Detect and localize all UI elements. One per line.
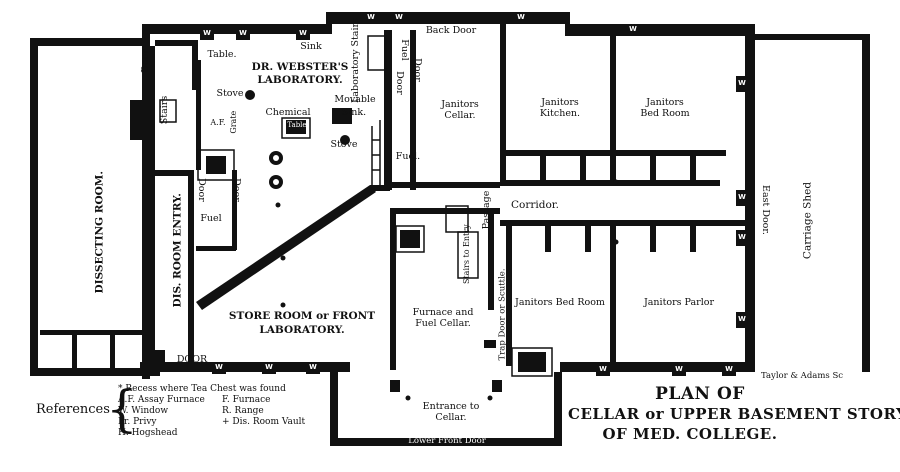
fixture-sink-top-label: Sink <box>300 41 322 52</box>
room-label-store-2: LABORATORY. <box>259 324 345 336</box>
title-line-2: CELLAR or UPPER BASEMENT STORY <box>568 405 900 423</box>
door-label-lower-front: Lower Front Door <box>408 436 486 446</box>
fixture-movable-label: Movable <box>334 94 376 105</box>
window-mark: W <box>738 79 746 87</box>
fixture-table-box-label: Table <box>287 121 307 129</box>
room-label-janitors-kitchen-2: Kitchen. <box>539 108 581 119</box>
door-label-dissecting: Door <box>140 49 152 73</box>
door-label-fuel: Door <box>393 71 405 95</box>
fixture-fuel-cellar-label: Fuel. <box>395 151 421 162</box>
window-mark: W <box>738 193 746 201</box>
door-label-east: East Door. <box>759 185 771 235</box>
reference-item-recess: * Recess where Tea Chest was found <box>118 384 286 394</box>
reference-item-assay: A.F. Assay Furnace <box>118 395 205 405</box>
door-label-entry-1: Door <box>195 178 207 202</box>
fixture-table-label: Table. <box>207 49 237 60</box>
fixture-af-label: A.F. <box>210 118 226 127</box>
window-mark: W <box>239 29 247 37</box>
reference-item-range: R. Range <box>222 406 264 416</box>
room-label-laboratory-2: LABORATORY. <box>257 74 343 86</box>
room-label-janitors-parlor: Janitors Parlor <box>643 297 715 308</box>
room-label-furnace-cellar-2: Fuel Cellar. <box>415 318 471 329</box>
window-mark: W <box>367 13 375 21</box>
fixture-stove-mid-label: Stove <box>330 139 358 150</box>
room-label-dis-entry: DIS. ROOM ENTRY. <box>171 193 184 308</box>
reference-item-window: W. Window <box>118 406 169 416</box>
window-mark: W <box>299 29 307 37</box>
fixture-passage-label: Passage <box>481 190 493 230</box>
door-label-back: Back Door <box>425 25 477 36</box>
room-label-laboratory-1: DR. WEBSTER'S <box>251 61 349 73</box>
window-mark: W <box>203 29 211 37</box>
fixture-lab-stairs-label: Laboratory Stairs <box>350 18 362 103</box>
room-label-carriage-shed: Carriage Shed <box>801 181 814 260</box>
room-label-corridor: Corridor. <box>511 199 559 211</box>
reference-item-furnace: F. Furnace <box>222 395 271 405</box>
door-label-caps: DOOR <box>176 354 208 365</box>
door-label-cellar: Door <box>411 58 423 82</box>
fixture-chemical-label: Chemical <box>265 107 311 118</box>
room-label-janitors-bedroom: Janitors Bed Room <box>515 297 605 308</box>
engraver-credit: Taylor & Adams Sc <box>760 371 844 381</box>
fixture-grate-label: Grate <box>228 110 238 134</box>
window-mark: W <box>517 13 525 21</box>
room-label-furnace-cellar-1: Furnace and <box>412 307 474 318</box>
fixture-stove-left-label: Stove <box>216 88 244 99</box>
fixture-entry-stairs-label: Stairs to Entry <box>461 224 471 285</box>
title-line-1: PLAN OF <box>655 384 745 404</box>
reference-item-privy: Pr. Privy <box>118 417 157 427</box>
reference-item-vault: + Dis. Room Vault <box>222 417 306 427</box>
references-heading: References <box>36 402 110 417</box>
room-label-store-1: STORE ROOM or FRONT <box>228 310 376 322</box>
room-label-janitors-bedroom-top-1: Janitors <box>646 97 684 108</box>
fixture-stairs-label: Stairs <box>159 95 171 125</box>
window-mark: W <box>599 365 607 373</box>
window-mark: W <box>309 363 317 371</box>
window-mark: W <box>629 25 637 33</box>
fixture-sink-mid-label: Sink. <box>341 107 367 118</box>
window-mark: W <box>675 365 683 373</box>
room-label-janitors-cellar-1: Janitors <box>441 99 479 110</box>
room-label-janitors-bedroom-top-2: Bed Room <box>640 108 690 119</box>
room-label-entrance-2: Cellar. <box>435 412 467 423</box>
room-label-dissecting: DISSECTING ROOM. <box>93 170 106 294</box>
title-line-3: OF MED. COLLEGE. <box>602 425 778 443</box>
door-label-entry-2: Door <box>230 178 242 202</box>
window-mark: W <box>738 233 746 241</box>
window-mark: W <box>738 315 746 323</box>
references-brace: { <box>106 380 138 438</box>
window-mark: W <box>215 363 223 371</box>
fixture-fuel-entry-label: Fuel <box>200 213 222 224</box>
fixture-fuel-top-label: Fuel <box>398 39 410 61</box>
fixture-trap-door-label: Trap Door or Scuttle. <box>497 268 508 361</box>
room-label-entrance-1: Entrance to <box>422 401 480 412</box>
room-label-janitors-cellar-2: Cellar. <box>444 110 476 121</box>
window-mark: W <box>395 13 403 21</box>
window-mark: W <box>265 363 273 371</box>
reference-item-hogshead: H. Hogshead <box>118 428 178 438</box>
window-mark: W <box>725 365 733 373</box>
room-label-janitors-kitchen-1: Janitors <box>541 97 579 108</box>
